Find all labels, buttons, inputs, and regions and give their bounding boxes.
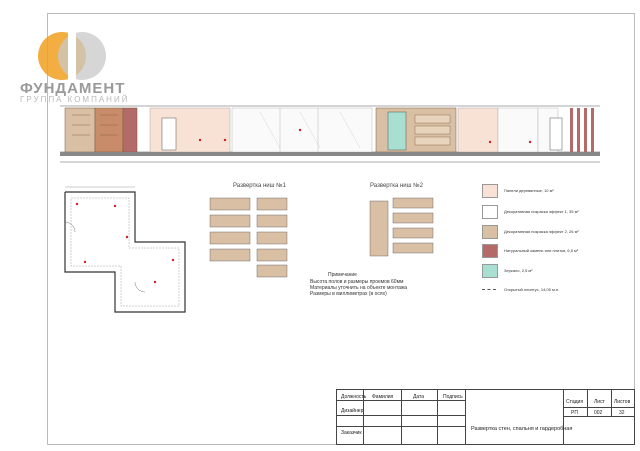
tb-drawing-title: Развертка стен, спальня и гардеробная — [471, 426, 573, 432]
legend-label: Зеркало, 2,5 м² — [504, 268, 533, 273]
note-line-2: Высота полов и размеры проемов 60мм — [310, 279, 404, 285]
legend-item: Открытый плинтус, 14,05 м.п. — [482, 283, 622, 297]
niche1-heading: Развертка ниш №1 — [233, 183, 286, 189]
legend-item: Зеркало, 2,5 м² — [482, 264, 622, 278]
tb-sheet-value: 002 — [594, 410, 603, 416]
tb-sheets-label: Листов — [614, 399, 631, 405]
legend-item: Панели деревянные, 10 м² — [482, 184, 622, 198]
legend-swatch — [482, 264, 498, 278]
note-line-3: Материалы уточнить на объекте монтажа — [310, 285, 408, 291]
legend-swatch-line — [482, 285, 496, 290]
legend-label: Декоративная покраска эффект 1, 35 м² — [504, 209, 579, 214]
brand-name: ФУНДАМЕНТ — [20, 80, 126, 97]
floor-plan — [64, 186, 186, 313]
legend-label: Натуральный камень или плитка, 6,5 м² — [504, 248, 579, 253]
legend-swatch — [482, 244, 498, 258]
tb-col-label-signature: Подпись — [443, 394, 463, 400]
tb-col-label-date: Дата — [413, 394, 425, 400]
legend-item: Декоративная покраска эффект 1, 35 м² — [482, 205, 622, 219]
note-line-4: Размеры в миллиметрах (в осях) — [310, 291, 387, 297]
legend-label: Декоративная покраска эффект 2, 26 м² — [504, 229, 579, 234]
note-line-1: Примечание — [328, 272, 357, 278]
legend-swatch — [482, 225, 498, 239]
wall-elevation — [60, 105, 600, 163]
niche2-developments — [369, 197, 434, 257]
legend-label: Открытый плинтус, 14,05 м.п. — [504, 287, 560, 292]
tb-row-label-position: Должность — [341, 394, 367, 400]
brand-subtitle: ГРУППА КОМПАНИЙ — [20, 95, 130, 104]
tb-stage-label: Стадия — [566, 399, 584, 405]
tb-sheets-value: 32 — [619, 410, 625, 416]
title-block: Должность Дизайнер Заказчик Фамилия Дата… — [336, 389, 635, 445]
legend-item: Декоративная покраска эффект 2, 26 м² — [482, 225, 622, 239]
legend-label: Панели деревянные, 10 м² — [504, 188, 554, 193]
tb-col-label-surname: Фамилия — [372, 394, 394, 400]
legend-swatch — [482, 205, 498, 219]
niche1-developments — [209, 197, 288, 278]
tb-sheet-label: Лист — [594, 399, 605, 405]
tb-stage-value: РП — [571, 410, 578, 416]
tb-row-label-customer: Заказчик — [341, 430, 362, 436]
tb-row-label-designer: Дизайнер — [341, 408, 364, 414]
company-logo-icon — [38, 28, 106, 84]
niche2-heading: Развертка ниш №2 — [370, 183, 423, 189]
legend-swatch — [482, 184, 498, 198]
legend-item: Натуральный камень или плитка, 6,5 м² — [482, 244, 622, 258]
